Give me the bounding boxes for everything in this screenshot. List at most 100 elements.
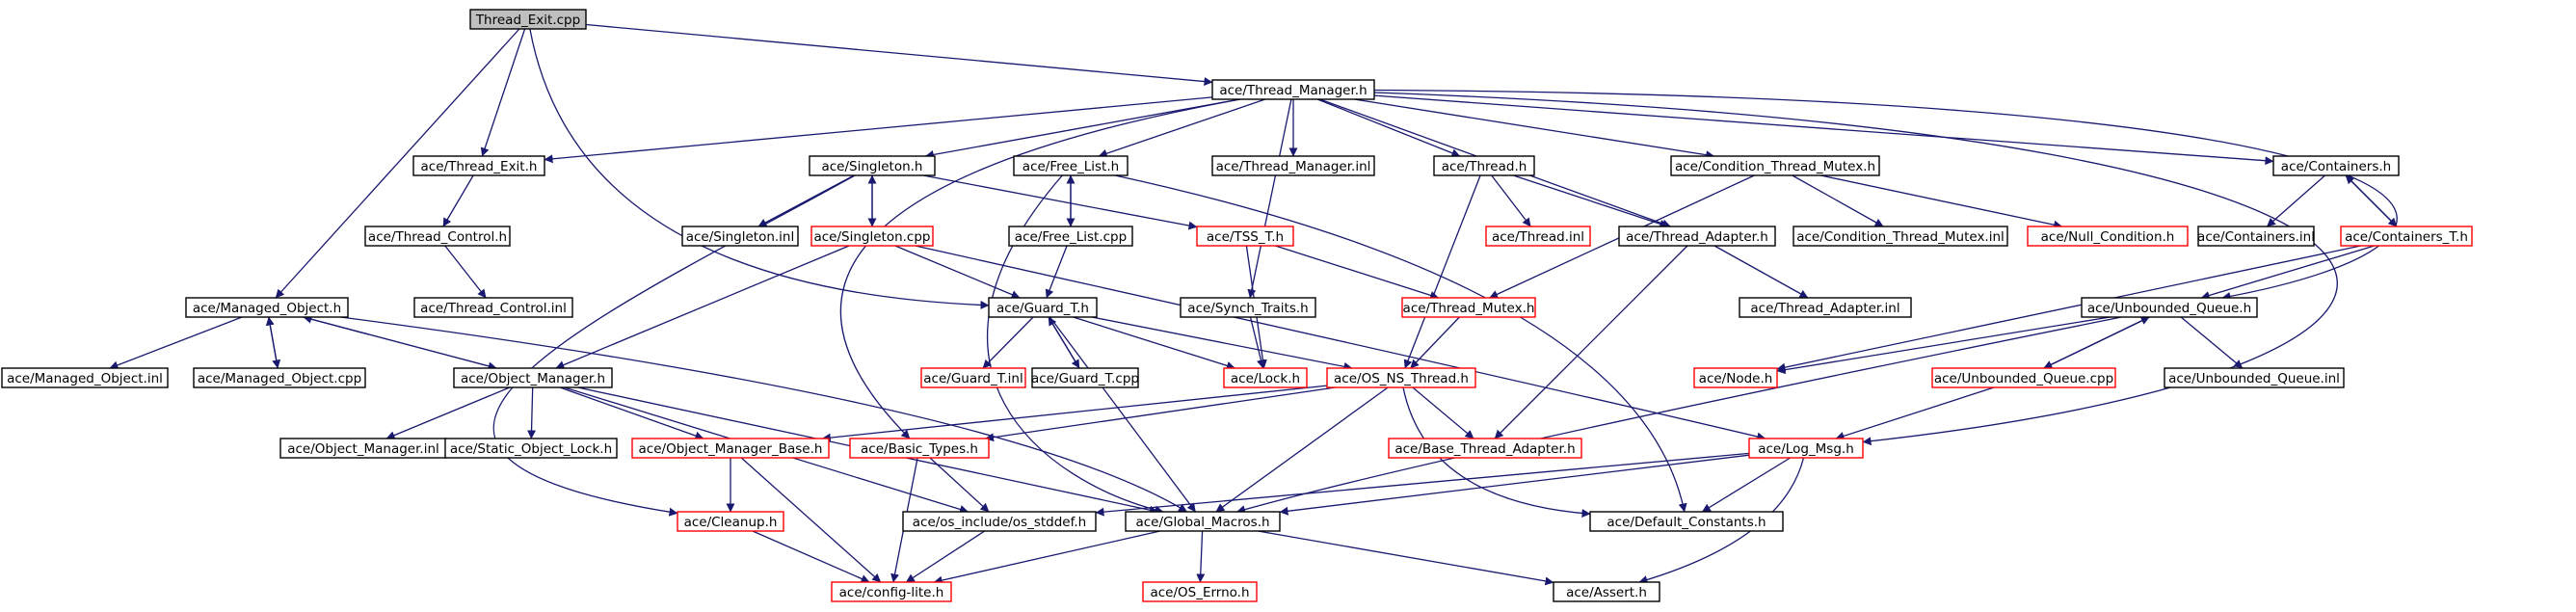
node-thread-manager-h[interactable]: ace/Thread_Manager.h	[1211, 79, 1375, 100]
node-label: ace/Containers_T.h	[2345, 229, 2468, 245]
node-guard-t-h[interactable]: ace/Guard_T.h	[988, 297, 1098, 318]
node-box	[413, 297, 573, 318]
node-default-constants-h[interactable]: ace/Default_Constants.h	[1589, 511, 1784, 532]
node-thread-control-inl[interactable]: ace/Thread_Control.inl	[413, 297, 573, 318]
node-base-thread-adapter-h[interactable]: ace/Base_Thread_Adapter.h	[1388, 438, 1582, 459]
node-config-lite-h[interactable]: ace/config-lite.h	[831, 581, 952, 602]
node-thread-adapter-h[interactable]: ace/Thread_Adapter.h	[1618, 226, 1776, 247]
node-synch-traits-h[interactable]: ace/Synch_Traits.h	[1180, 297, 1316, 318]
node-thread-exit-h[interactable]: ace/Thread_Exit.h	[412, 155, 545, 176]
node-box	[1693, 367, 1778, 388]
node-tss-t-h[interactable]: ace/TSS_T.h	[1196, 226, 1294, 247]
node-free-list-cpp[interactable]: ace/Free_List.cpp	[1008, 226, 1133, 247]
node-managed-object-inl[interactable]: ace/Managed_Object.inl	[1, 367, 169, 388]
node-unbounded-queue-inl[interactable]: ace/Unbounded_Queue.inl	[2164, 367, 2345, 388]
node-thread-adapter-inl[interactable]: ace/Thread_Adapter.inl	[1739, 297, 1912, 318]
node-containers-inl[interactable]: ace/Containers.inl	[2197, 226, 2315, 247]
edge-log_msg_h-to-global_macros_h	[1279, 454, 1750, 516]
node-box	[1211, 79, 1375, 100]
node-label: ace/Thread_Adapter.h	[1626, 229, 1768, 245]
node-node-h[interactable]: ace/Node.h	[1693, 367, 1778, 388]
node-box	[1031, 367, 1139, 388]
node-label: ace/Managed_Object.cpp	[198, 371, 361, 386]
node-label: ace/TSS_T.h	[1207, 229, 1284, 245]
node-static-object-lock-h[interactable]: ace/Static_Object_Lock.h	[444, 438, 618, 459]
node-managed-object-cpp[interactable]: ace/Managed_Object.cpp	[193, 367, 366, 388]
node-label: ace/OS_NS_Thread.h	[1334, 371, 1469, 386]
node-singleton-h[interactable]: ace/Singleton.h	[809, 155, 936, 176]
node-label: ace/config-lite.h	[839, 585, 944, 600]
edge-containers_t_h-to-node_h	[1776, 245, 2361, 372]
node-thread-control-h[interactable]: ace/Thread_Control.h	[364, 226, 511, 247]
node-unbounded-queue-cpp[interactable]: ace/Unbounded_Queue.cpp	[1931, 367, 2116, 388]
node-os-ns-thread-h[interactable]: ace/OS_NS_Thread.h	[1326, 367, 1476, 388]
node-box	[2027, 226, 2189, 247]
node-object-manager-h[interactable]: ace/Object_Manager.h	[453, 367, 613, 388]
node-label: ace/Object_Manager.h	[461, 371, 605, 386]
edge-condition_thread_mutex_h-to-null_condition_h	[1820, 174, 2063, 229]
edge-thread_h-to-thread_adapter_h	[1513, 174, 1669, 228]
node-label: ace/Thread_Adapter.inl	[1750, 301, 1899, 316]
edge-log_msg_h-to-os_stddef_h	[1095, 452, 1750, 517]
edge-os_ns_thread_h-to-basic_types_h	[985, 386, 1336, 442]
node-box	[444, 438, 618, 459]
node-condition-thread-mutex-h[interactable]: ace/Condition_Thread_Mutex.h	[1670, 155, 1880, 176]
node-condition-thread-mutex-inl[interactable]: ace/Condition_Thread_Mutex.inl	[1793, 226, 2008, 247]
edge-thread_manager_h-to-singleton_h	[924, 98, 1240, 159]
node-singleton-inl[interactable]: ace/Singleton.inl	[681, 226, 799, 247]
node-label: ace/Thread_Mutex.h	[1403, 301, 1535, 316]
node-box	[1670, 155, 1880, 176]
file-nodes: Thread_Exit.cpp ace/Thread_Manager.h ace/M…	[1, 9, 2473, 602]
node-box	[677, 511, 784, 532]
node-cleanup-h[interactable]: ace/Cleanup.h	[677, 511, 784, 532]
node-containers-h[interactable]: ace/Containers.h	[2272, 155, 2400, 176]
node-label: ace/Thread_Exit.h	[421, 159, 538, 174]
node-thread-inl[interactable]: ace/Thread.inl	[1485, 226, 1591, 247]
node-label: ace/Basic_Types.h	[861, 441, 978, 457]
edge-global_macros_h-to-assert_h	[1258, 530, 1554, 586]
node-thread-manager-inl[interactable]: ace/Thread_Manager.inl	[1211, 155, 1375, 176]
node-managed-object-h[interactable]: ace/Managed_Object.h	[185, 297, 349, 318]
node-label: ace/Base_Thread_Adapter.h	[1394, 441, 1575, 457]
node-label: ace/Default_Constants.h	[1607, 515, 1766, 530]
node-thread-exit-cpp[interactable]: Thread_Exit.cpp	[469, 9, 587, 30]
edge-thread_adapter_h-to-base_thread_adapter_h	[1494, 245, 1688, 439]
node-label: ace/Unbounded_Queue.inl	[2168, 371, 2340, 386]
node-free-list-h[interactable]: ace/Free_List.h	[1013, 155, 1129, 176]
edge-singleton_h-to-cleanup_h	[492, 174, 856, 517]
node-label: ace/Unbounded_Queue.cpp	[1934, 371, 2113, 386]
node-object-manager-base-h[interactable]: ace/Object_Manager_Base.h	[631, 438, 830, 459]
edge-free_list_cpp-to-guard_t_h	[1045, 245, 1068, 299]
edge-guard_t_h-to-os_ns_thread_h	[1091, 316, 1353, 371]
node-lock-h[interactable]: ace/Lock.h	[1223, 367, 1308, 388]
node-object-manager-inl[interactable]: ace/Object_Manager.inl	[279, 438, 447, 459]
node-box	[1388, 438, 1582, 459]
edge-unbounded_queue_h-to-global_macros_h	[1236, 316, 2122, 515]
node-log-msg-h[interactable]: ace/Log_Msg.h	[1748, 438, 1864, 459]
node-box	[1, 367, 169, 388]
node-unbounded-queue-h[interactable]: ace/Unbounded_Queue.h	[2081, 297, 2258, 318]
node-label: ace/Unbounded_Queue.h	[2087, 301, 2251, 316]
edge-os_ns_thread_h-to-default_constants_h	[1402, 386, 1591, 519]
node-thread-mutex-h[interactable]: ace/Thread_Mutex.h	[1401, 297, 1536, 318]
edge-log_msg_h-to-default_constants_h	[1701, 457, 1792, 513]
node-label: ace/Object_Manager.inl	[287, 441, 439, 457]
node-box	[1553, 581, 1660, 602]
edge-unbounded_queue_h-to-node_h	[1776, 316, 2111, 375]
node-guard-t-cpp[interactable]: ace/Guard_T.cpp	[1031, 367, 1139, 388]
edge-object_manager_h-to-object_manager_inl	[385, 386, 511, 439]
node-os-stddef-h[interactable]: ace/os_include/os_stddef.h	[902, 511, 1097, 532]
node-singleton-cpp[interactable]: ace/Singleton.cpp	[810, 226, 934, 247]
node-containers-t-h[interactable]: ace/Containers_T.h	[2340, 226, 2473, 247]
node-assert-h[interactable]: ace/Assert.h	[1553, 581, 1660, 602]
node-thread-h[interactable]: ace/Thread.h	[1433, 155, 1535, 176]
node-basic-types-h[interactable]: ace/Basic_Types.h	[849, 438, 990, 459]
node-null-condition-h[interactable]: ace/Null_Condition.h	[2027, 226, 2189, 247]
edge-thread_h-to-os_ns_thread_h	[1403, 174, 1481, 369]
node-global-macros-h[interactable]: ace/Global_Macros.h	[1125, 511, 1281, 532]
node-os-errno-h[interactable]: ace/OS_Errno.h	[1142, 581, 1258, 602]
node-box	[1180, 297, 1316, 318]
node-guard-t-inl[interactable]: ace/Guard_T.inl	[920, 367, 1026, 388]
node-box	[364, 226, 511, 247]
node-box	[1223, 367, 1308, 388]
